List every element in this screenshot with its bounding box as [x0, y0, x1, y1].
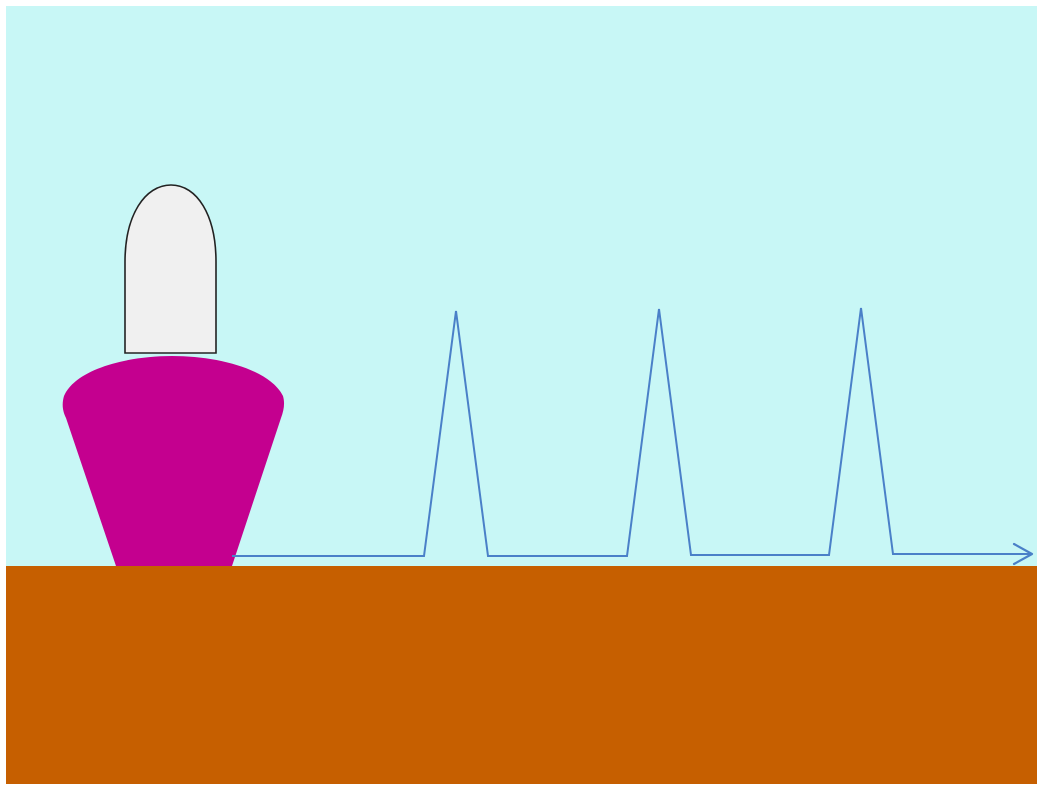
signal-trace	[232, 307, 1032, 557]
transducer-body	[62, 356, 285, 566]
arrow-right-icon	[1012, 542, 1034, 566]
ground-material	[6, 566, 1037, 784]
transducer-housing	[124, 184, 217, 354]
